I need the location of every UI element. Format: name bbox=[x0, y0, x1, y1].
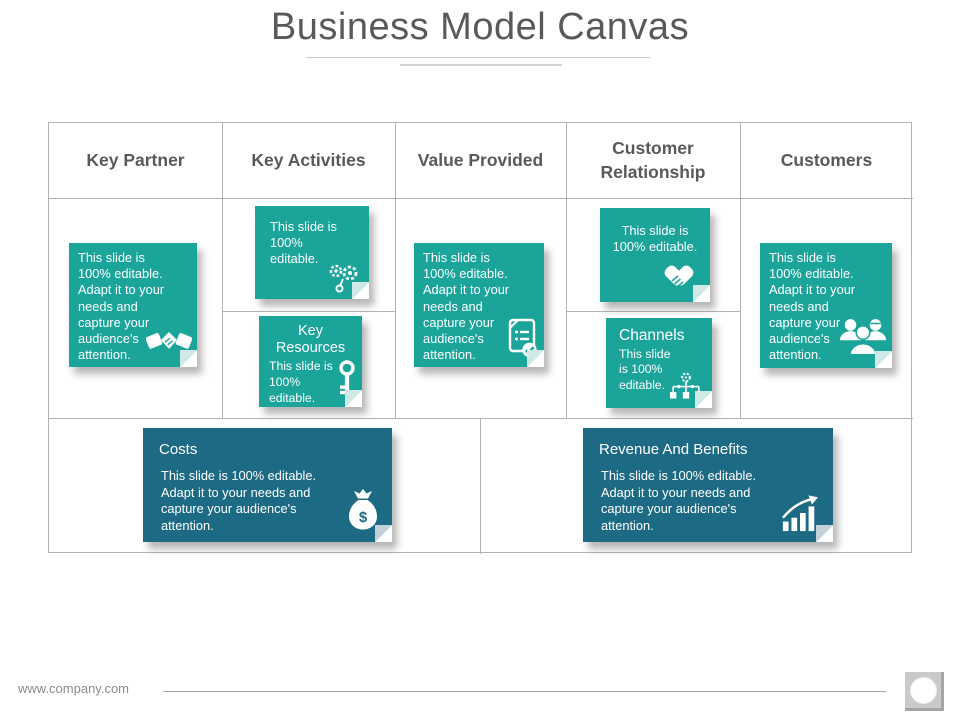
gears-icon bbox=[329, 264, 358, 293]
note-key-partner: This slide is 100% editable. Adapt it to… bbox=[69, 243, 197, 367]
grid-vline-2 bbox=[395, 123, 396, 418]
note-customers: This slide is 100% editable. Adapt it to… bbox=[760, 243, 892, 368]
grid-header-divider bbox=[49, 198, 913, 199]
handshake-icon bbox=[146, 332, 192, 349]
header-key-activities: Key Activities bbox=[251, 149, 366, 170]
note-customer-relationship-text: This slide is 100% editable. bbox=[612, 223, 698, 255]
canvas-grid: Key Partner Key Activities Value Provide… bbox=[48, 122, 913, 554]
note-key-partner-text: This slide is 100% editable. Adapt it to… bbox=[78, 250, 165, 363]
header-customer-relationship: Customer Relationship bbox=[600, 137, 706, 182]
heart-handshake-icon bbox=[664, 265, 694, 288]
note-revenue-text: This slide is 100% editable. Adapt it to… bbox=[601, 468, 757, 533]
note-costs: Costs This slide is 100% editable. Adapt… bbox=[143, 428, 392, 542]
note-channels-heading: Channels bbox=[619, 327, 685, 344]
grid-vline-3 bbox=[566, 123, 567, 418]
website-url: www.company.com bbox=[18, 681, 130, 696]
grid-vline-4 bbox=[740, 123, 741, 418]
note-costs-text: This slide is 100% editable. Adapt it to… bbox=[161, 468, 317, 533]
header-value-provided: Value Provided bbox=[417, 149, 544, 170]
grid-subdivider-activities bbox=[222, 311, 395, 312]
growth-chart-icon bbox=[781, 495, 819, 532]
grid-bottom-middle-divider bbox=[480, 418, 481, 554]
grid-vline-1 bbox=[222, 123, 223, 418]
note-key-activities-text: This slide is 100% editable. bbox=[270, 219, 337, 267]
logo-placeholder bbox=[905, 672, 944, 711]
note-channels-text: This slide is 100% editable. bbox=[619, 346, 671, 392]
page-title: Business Model Canvas bbox=[270, 6, 690, 48]
svg-text:$: $ bbox=[359, 509, 368, 526]
note-key-activities: This slide is 100% editable. bbox=[255, 206, 369, 299]
note-customer-relationship: This slide is 100% editable. bbox=[600, 208, 710, 302]
grid-body-divider bbox=[49, 418, 913, 419]
header-key-partner: Key Partner bbox=[86, 149, 185, 170]
circle-icon bbox=[909, 676, 937, 704]
note-customers-text: This slide is 100% editable. Adapt it to… bbox=[769, 250, 856, 363]
note-key-resources-text: This slide is 100% editable. bbox=[269, 359, 333, 405]
note-revenue-and-benefits: Revenue And Benefits This slide is 100% … bbox=[583, 428, 833, 542]
note-channels: Channels This slide is 100% editable. bbox=[606, 318, 712, 408]
note-costs-heading: Costs bbox=[159, 441, 198, 458]
footer-divider-line bbox=[163, 691, 886, 692]
note-key-resources-heading: Key Resources bbox=[275, 323, 346, 356]
title-underline-short bbox=[400, 64, 562, 66]
title-underline-long bbox=[306, 57, 650, 58]
key-icon bbox=[339, 360, 355, 395]
note-key-resources: Key Resources This slide is 100% editabl… bbox=[259, 316, 362, 407]
people-group-icon bbox=[839, 319, 887, 356]
note-value-provided-text: This slide is 100% editable. Adapt it to… bbox=[423, 250, 510, 363]
header-customers: Customers bbox=[780, 149, 873, 170]
grid-subdivider-relationship bbox=[566, 311, 740, 312]
note-revenue-heading: Revenue And Benefits bbox=[599, 441, 748, 458]
money-bag-icon: $ bbox=[349, 489, 377, 530]
note-value-provided: This slide is 100% editable. Adapt it to… bbox=[414, 243, 544, 367]
